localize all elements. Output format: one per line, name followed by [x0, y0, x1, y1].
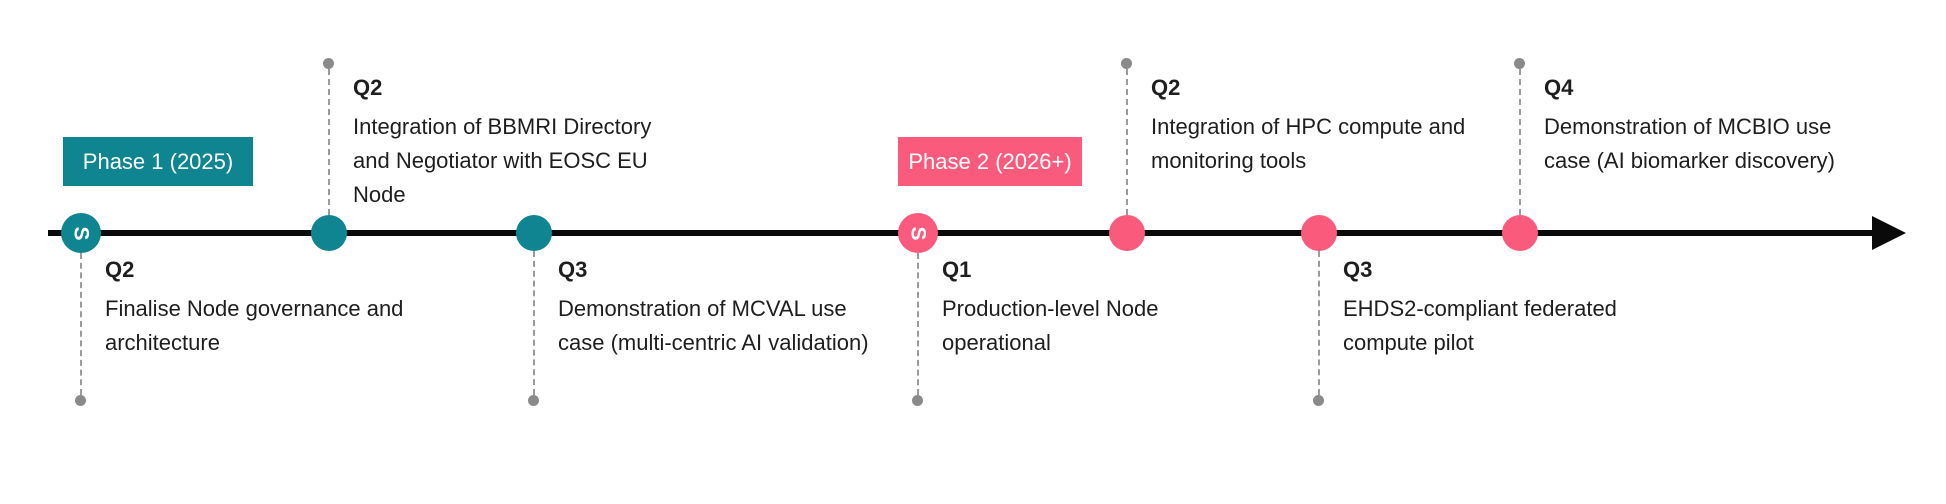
phase-1-label: Phase 1 (2025)	[82, 148, 234, 174]
milestone-text: monitoring tools	[1151, 148, 1307, 173]
milestone-node-phase1-start: S	[61, 213, 101, 253]
milestone-text: Integration of BBMRI Directory	[353, 114, 652, 139]
milestone-node	[1301, 215, 1337, 251]
milestone-end-dot	[1121, 58, 1132, 69]
milestone-text: compute pilot	[1343, 330, 1474, 355]
milestone-quarter: Q3	[558, 257, 588, 282]
milestone-label: Q3 EHDS2-compliant federated compute pil…	[1343, 256, 1617, 360]
milestone-quarter: Q2	[353, 75, 383, 100]
timeline-axis	[48, 230, 1874, 236]
milestone-text: Node	[353, 182, 406, 207]
milestone-connector	[328, 69, 330, 215]
milestone-node-phase2-start: S	[898, 213, 938, 253]
milestone-text: Finalise Node governance and	[105, 296, 404, 321]
milestone-connector	[1318, 251, 1320, 395]
milestone-text: Demonstration of MCBIO use	[1544, 114, 1832, 139]
milestone-text: Demonstration of MCVAL use	[558, 296, 847, 321]
milestone-quarter: Q1	[942, 257, 972, 282]
milestone-text: case (AI biomarker discovery)	[1544, 148, 1835, 173]
phase-2-badge: Phase 2 (2026+)	[898, 137, 1082, 186]
milestone-quarter: Q2	[105, 257, 135, 282]
milestone-text: case (multi-centric AI validation)	[558, 330, 869, 355]
milestone-node	[1502, 215, 1538, 251]
milestone-label: Q2 Integration of BBMRI Directory and Ne…	[353, 74, 651, 212]
milestone-text: and Negotiator with EOSC EU	[353, 148, 648, 173]
milestone-end-dot	[912, 395, 923, 406]
milestone-end-dot	[75, 395, 86, 406]
phase-1-badge: Phase 1 (2025)	[63, 137, 253, 186]
milestone-label: Q1 Production-level Node operational	[942, 256, 1158, 360]
milestone-node	[1109, 215, 1145, 251]
milestone-text: EHDS2-compliant federated	[1343, 296, 1617, 321]
milestone-quarter: Q3	[1343, 257, 1373, 282]
milestone-connector	[917, 253, 919, 395]
milestone-quarter: Q2	[1151, 75, 1181, 100]
milestone-label: Q2 Finalise Node governance and architec…	[105, 256, 403, 360]
milestone-text: architecture	[105, 330, 220, 355]
milestone-end-dot	[323, 58, 334, 69]
milestone-connector	[533, 251, 535, 395]
start-marker-icon: S	[69, 225, 93, 241]
milestone-label: Q2 Integration of HPC compute and monito…	[1151, 74, 1465, 178]
milestone-node	[516, 215, 552, 251]
milestone-text: Integration of HPC compute and	[1151, 114, 1466, 139]
milestone-connector	[1126, 69, 1128, 215]
milestone-quarter: Q4	[1544, 75, 1574, 100]
milestone-text: Production-level Node	[942, 296, 1159, 321]
milestone-node	[311, 215, 347, 251]
milestone-connector	[1519, 69, 1521, 215]
milestone-end-dot	[1313, 395, 1324, 406]
timeline-arrowhead-icon	[1872, 216, 1906, 250]
milestone-text: operational	[942, 330, 1051, 355]
phase-2-label: Phase 2 (2026+)	[908, 148, 1072, 174]
milestone-label: Q3 Demonstration of MCVAL use case (mult…	[558, 256, 869, 360]
milestone-label: Q4 Demonstration of MCBIO use case (AI b…	[1544, 74, 1835, 178]
milestone-end-dot	[1514, 58, 1525, 69]
start-marker-icon: S	[906, 225, 930, 241]
milestone-end-dot	[528, 395, 539, 406]
milestone-connector	[80, 253, 82, 395]
